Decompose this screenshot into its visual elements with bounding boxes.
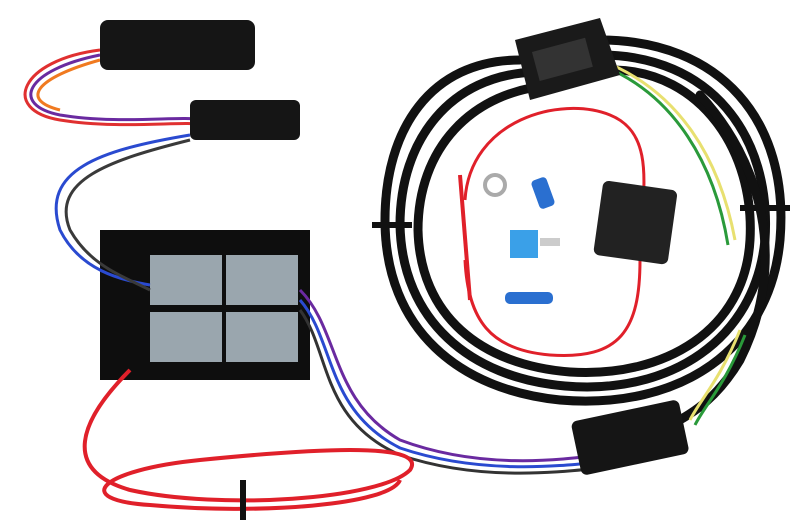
red-power-wire xyxy=(82,368,414,511)
coiled-cable xyxy=(380,35,786,445)
relay-module xyxy=(100,230,310,380)
blade-fuse xyxy=(510,230,560,258)
colored-wires-trailer xyxy=(599,58,747,426)
butt-connector xyxy=(505,292,553,304)
inline-connector xyxy=(571,400,689,475)
cable-tie xyxy=(372,222,412,228)
trailer-connector xyxy=(515,18,620,100)
butt-connector xyxy=(531,177,555,209)
harness-connector-small xyxy=(190,100,300,140)
fuse-holder xyxy=(593,180,678,265)
red-wire-short xyxy=(458,174,472,301)
cable-tie xyxy=(740,205,790,211)
harness-connector-large xyxy=(100,20,255,70)
cable-tie xyxy=(240,480,246,520)
ring-terminal xyxy=(483,173,507,197)
